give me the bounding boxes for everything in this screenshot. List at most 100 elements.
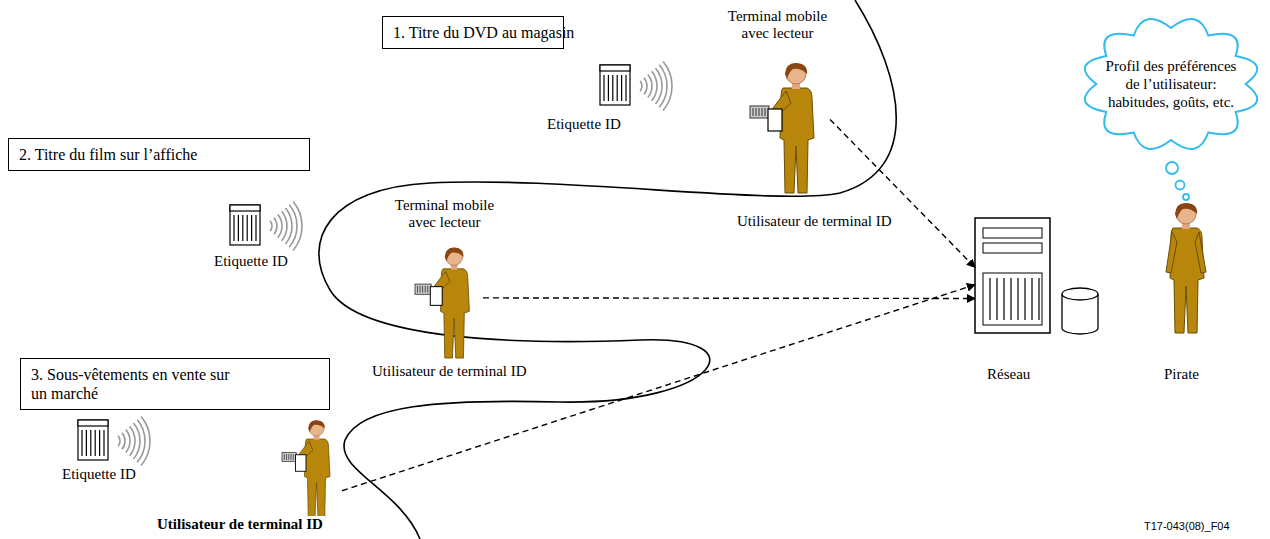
server-case — [975, 218, 1050, 333]
tag-bar — [247, 215, 248, 241]
user-figure — [282, 420, 330, 518]
vent — [989, 278, 990, 320]
tag-bar — [612, 75, 613, 101]
reader-stripe — [420, 286, 421, 293]
server — [975, 218, 1050, 333]
tag-bar — [608, 75, 609, 101]
tag-bar — [233, 215, 234, 241]
tag-bar — [81, 430, 82, 456]
radio-wave — [282, 211, 287, 241]
user-figure — [415, 247, 469, 358]
radio-wave — [652, 71, 657, 101]
vent — [1038, 278, 1039, 320]
terminal — [296, 455, 307, 472]
id-tag — [230, 202, 302, 251]
user-figure — [750, 63, 814, 193]
vent — [1024, 278, 1025, 320]
vent-panel — [983, 273, 1042, 325]
terminal — [430, 287, 442, 306]
user-node: Utilisateur de terminal ID — [282, 418, 342, 519]
figure-id: T17-043(08)_F04 — [1142, 520, 1232, 533]
vent — [1017, 278, 1018, 320]
radio-wave — [663, 62, 672, 111]
drive-slot — [983, 228, 1042, 238]
reader-stripe — [427, 286, 428, 293]
radio-wave — [122, 433, 125, 450]
radio-wave — [274, 218, 277, 235]
id-tag — [78, 417, 150, 466]
radio-wave — [270, 221, 272, 231]
reader-stripe — [753, 108, 754, 116]
figure-label: Terminal mobile avec lecteur — [385, 197, 504, 232]
reader-stripe — [293, 454, 294, 460]
radio-wave — [644, 78, 647, 95]
radio-wave — [293, 202, 302, 251]
reader-stripe — [422, 286, 423, 293]
reader-stripe — [425, 286, 426, 293]
reader-stripe — [288, 454, 289, 460]
cloud-shape — [1085, 19, 1257, 149]
radio-wave — [130, 426, 135, 456]
reader-stripe — [284, 454, 285, 460]
tag-bar — [603, 75, 604, 101]
reader-stripe — [291, 454, 292, 460]
reader-stripe — [417, 286, 418, 293]
tag-bar — [95, 430, 96, 456]
radio-wave — [126, 429, 130, 452]
tag-bar — [242, 215, 243, 241]
figure-label: Utilisateur de terminal ID — [370, 363, 529, 380]
tag-bar — [251, 215, 252, 241]
tag-band — [78, 420, 108, 426]
head — [446, 248, 463, 265]
tag-bar — [625, 75, 626, 101]
reader — [282, 453, 296, 462]
tag-bar — [99, 430, 100, 456]
tag-bar — [103, 430, 104, 456]
head — [309, 421, 324, 436]
vent — [1003, 278, 1004, 320]
tag-band — [600, 65, 630, 71]
data-flow-arrow — [830, 119, 975, 267]
tag-label: Etiquette ID — [212, 253, 290, 270]
reader-stripe — [765, 108, 766, 116]
data-flow-arrow — [342, 285, 975, 491]
scenario-box: 3. Sous-vêtements en vente sur un marché — [20, 358, 330, 410]
thought-bubble — [1183, 194, 1189, 200]
radio-wave — [137, 420, 145, 462]
scenario-title: 2. Titre du film sur l’affiche — [19, 145, 299, 164]
pirate-figure — [1166, 203, 1206, 333]
radio-wave — [655, 68, 662, 104]
scenario-box: 2. Titre du film sur l’affiche — [8, 138, 310, 171]
tag-label: Etiquette ID — [60, 466, 138, 483]
reader-stripe — [286, 454, 287, 460]
hair — [785, 63, 807, 79]
figure-label: Pirate — [1162, 366, 1201, 383]
reader-stripe — [759, 108, 760, 116]
tag-label: Etiquette ID — [545, 116, 623, 133]
radio-wave — [133, 423, 140, 459]
tag-bar — [255, 215, 256, 241]
reader-stripe — [762, 108, 763, 116]
thought-cloud: Profil des préférences de l’utilisateur:… — [1080, 14, 1262, 154]
user-node: Terminal mobile avec lecteurUtilisateur … — [415, 245, 483, 360]
radio-wave — [659, 65, 667, 107]
tag-body — [230, 205, 260, 245]
vent — [1031, 278, 1032, 320]
user-node: Terminal mobile avec lecteurUtilisateur … — [750, 60, 830, 195]
radio-wave — [141, 417, 150, 466]
pirate-node: Pirate — [1140, 200, 1215, 335]
radio-wave — [285, 208, 292, 244]
network-server: Réseau — [975, 218, 1050, 333]
tag-bar — [238, 215, 239, 241]
figure-label: Utilisateur de terminal ID — [155, 516, 325, 533]
tag-body — [78, 420, 108, 460]
radio-wave — [640, 81, 642, 91]
tag-body — [600, 65, 630, 105]
data-flow-arrow — [483, 297, 975, 299]
reader — [415, 284, 431, 294]
arm — [1166, 232, 1177, 273]
scenario-title: 1. Titre du DVD au magasin — [393, 23, 553, 42]
arm — [1195, 232, 1206, 273]
